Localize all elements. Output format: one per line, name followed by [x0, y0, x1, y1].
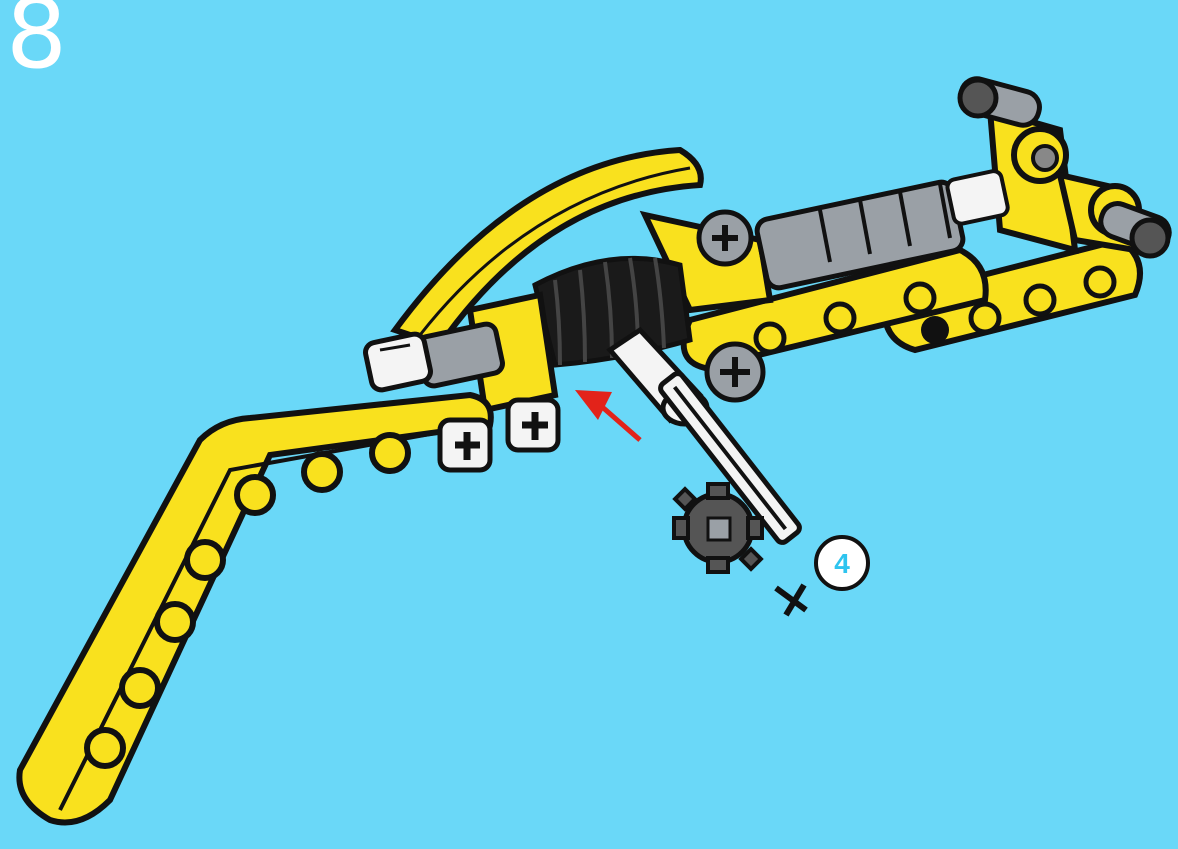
axle-connector-top: [699, 212, 751, 264]
axle-pin-white-2: [508, 400, 558, 450]
axle-connector-bottom: [707, 344, 763, 400]
rear-axle-top: [957, 75, 1043, 129]
insertion-arrow-icon: [575, 390, 640, 440]
axle-pin-white-1: [440, 420, 490, 470]
quantity-label: 4: [834, 548, 850, 579]
axle-with-gear-part: [658, 371, 806, 615]
bent-liftarm: [19, 395, 490, 823]
quantity-callout: 4: [816, 537, 868, 589]
pin-white-left: [364, 332, 433, 391]
